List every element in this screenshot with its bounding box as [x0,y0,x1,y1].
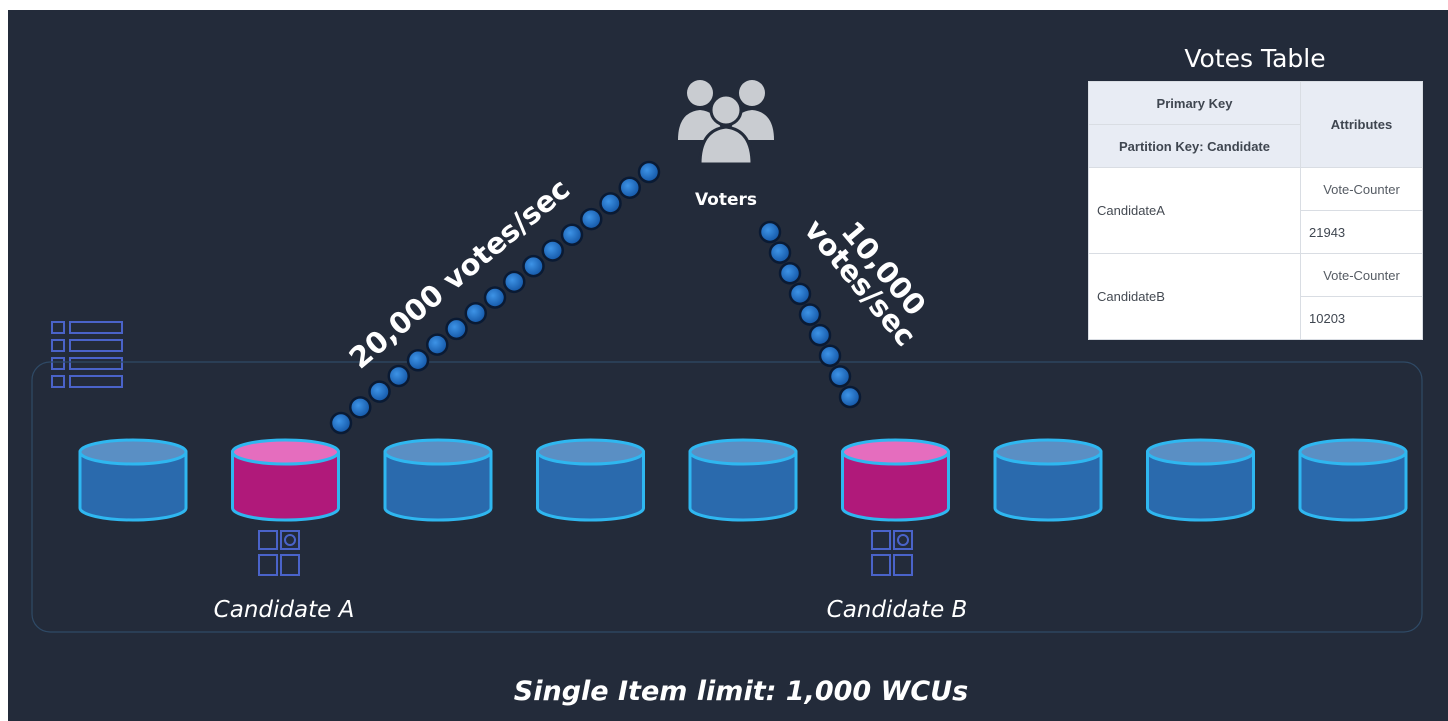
table-row: CandidateB Vote-Counter [1088,253,1423,340]
vote-stream-a [329,160,661,435]
vote-dot [349,396,372,419]
vote-dot [828,365,852,388]
vote-dot [798,303,822,326]
vote-dot [618,176,641,199]
attribute-value: 21943 [1300,210,1423,254]
vote-dot [758,220,782,244]
partition [536,438,645,522]
vote-dot [445,317,468,341]
partition-hot [841,438,950,522]
vote-dot [541,239,564,262]
vote-dot [560,223,584,246]
partition-group [78,438,1408,522]
vote-dot [483,286,507,309]
partition [688,438,798,522]
table-icon [51,321,123,388]
table-row: CandidateA Vote-Counter [1088,167,1423,254]
footer-text: Single Item limit: 1,000 WCUs [514,676,968,707]
votes-table-title: Votes Table [1184,44,1326,73]
vote-dot [788,282,812,306]
item-icon-b [871,530,913,576]
vote-dot [768,241,792,264]
partition [1146,438,1255,522]
attribute-name: Vote-Counter [1300,167,1423,211]
candidate-a-label: Candidate A [214,597,355,623]
voters-label: Voters [695,190,757,210]
vote-dot [599,192,622,215]
vote-dot [387,364,410,388]
vote-dot [818,344,842,367]
partition-key-header: Partition Key: Candidate [1088,124,1301,168]
vote-dot [464,301,487,325]
attribute-name: Vote-Counter [1300,253,1423,297]
users-group-icon [678,80,774,166]
primary-key-header: Primary Key [1088,81,1301,125]
vote-dot [368,380,391,403]
vote-dot [808,323,832,347]
partition [78,438,188,522]
vote-dot [637,160,661,184]
partition [1298,438,1408,522]
table-container [31,361,1423,633]
vote-dot [522,254,545,278]
row-key: CandidateB [1088,253,1301,340]
vote-dot [329,411,353,435]
vote-dot [503,270,526,294]
vote-dot [426,333,449,356]
vote-dot [778,262,802,285]
vote-dot [838,385,862,409]
attribute-value: 10203 [1300,296,1423,340]
partition-hot [231,438,340,522]
votes-table: Primary Key Attributes Partition Key: Ca… [1088,81,1423,340]
item-icon-a [258,530,300,576]
row-key: CandidateA [1088,167,1301,254]
vote-dot [580,207,603,231]
vote-stream-b [758,220,862,409]
partition [993,438,1103,522]
attributes-header: Attributes [1300,81,1423,168]
candidate-b-label: Candidate B [827,597,968,623]
vote-dot [406,349,430,372]
partition [383,438,493,522]
